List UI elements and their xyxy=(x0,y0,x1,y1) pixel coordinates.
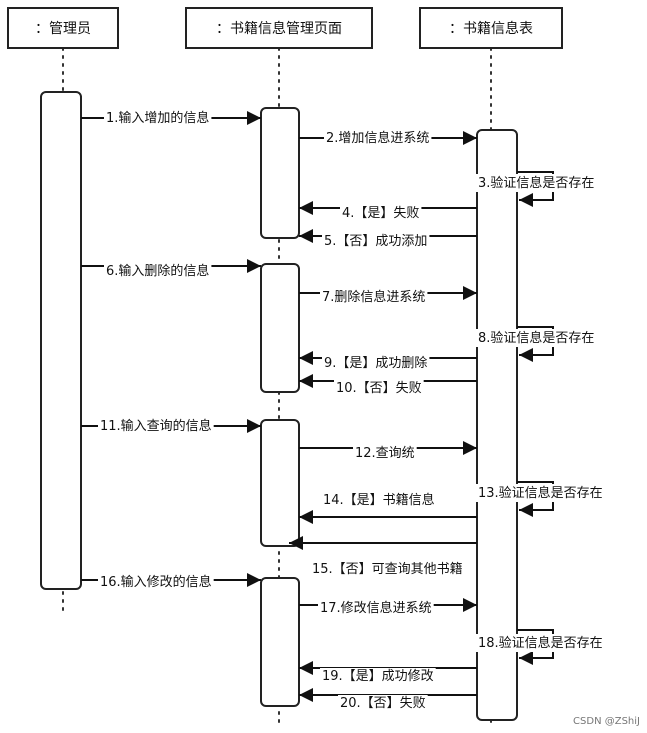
message-label-5: 5.【否】成功添加 xyxy=(324,234,427,249)
participant-table xyxy=(419,7,563,49)
message-label-10: 10.【否】失败 xyxy=(336,381,422,396)
participant-heads: ：管理员 ：书籍信息管理页面 ：书籍信息表 xyxy=(7,7,563,49)
message-label-bg-12 xyxy=(353,445,417,462)
message-label-12: 12.查询统 xyxy=(355,446,415,461)
message-label-7: 7.删除信息进系统 xyxy=(322,289,425,305)
participant-label-table: ：书籍信息表 xyxy=(449,20,533,37)
message-12: 12.查询统 xyxy=(299,441,477,462)
message-label-bg-8 xyxy=(476,329,597,347)
message-label-9: 9.【是】成功删除 xyxy=(324,356,427,371)
message-label-6: 6.输入删除的信息 xyxy=(106,263,209,279)
message-2: 2.增加信息进系统 xyxy=(299,129,477,147)
message-13: 13.验证信息是否存在 xyxy=(476,481,605,517)
message-label-bg-10 xyxy=(334,380,424,397)
message-label-bg-18 xyxy=(476,634,605,652)
message-label-bg-4 xyxy=(340,205,422,222)
activation-page-modify xyxy=(260,577,300,707)
messages: 1.输入增加的信息 2.增加信息进系统 3.验证信息是否存在 4.【是】失败 5.【否】… xyxy=(81,109,605,712)
participant-admin xyxy=(7,7,119,49)
message-1: 1.输入增加的信息 xyxy=(81,109,261,127)
message-label-bg-11 xyxy=(98,417,214,435)
message-8: 8.验证信息是否存在 xyxy=(476,326,597,362)
message-label-15: 15.【否】可查询其他书籍 xyxy=(312,561,463,577)
activation-table xyxy=(476,129,518,721)
message-label-bg-2 xyxy=(324,129,432,147)
message-label-13: 13.验证信息是否存在 xyxy=(478,485,603,501)
message-label-14: 14.【是】书籍信息 xyxy=(323,492,435,508)
message-7: 7.删除信息进系统 xyxy=(299,286,477,306)
watermark: CSDN @ZShiJ xyxy=(573,716,640,727)
message-18: 18.验证信息是否存在 xyxy=(476,629,605,665)
message-label-bg-9 xyxy=(322,355,430,372)
participant-label-page: ：书籍信息管理页面 xyxy=(216,20,342,37)
activation-page-add xyxy=(260,107,300,239)
message-14: 14.【是】书籍信息 xyxy=(299,491,477,524)
message-16: 16.输入修改的信息 xyxy=(81,573,261,591)
message-label-bg-13 xyxy=(476,484,605,502)
message-label-19: 19.【是】成功修改 xyxy=(322,669,434,684)
message-label-bg-3 xyxy=(476,174,597,192)
message-label-8: 8.验证信息是否存在 xyxy=(478,330,594,346)
message-15: 15.【否】可查询其他书籍 xyxy=(289,536,477,578)
message-label-bg-17 xyxy=(318,599,434,617)
message-9: 9.【是】成功删除 xyxy=(299,351,477,372)
message-label-bg-1 xyxy=(104,109,212,127)
message-label-bg-19 xyxy=(320,668,436,685)
message-label-18: 18.验证信息是否存在 xyxy=(478,635,603,651)
message-3: 3.验证信息是否存在 xyxy=(476,171,597,207)
message-label-17: 17.修改信息进系统 xyxy=(320,600,432,616)
message-17: 17.修改信息进系统 xyxy=(299,598,477,617)
message-20: 20.【否】失败 xyxy=(299,688,477,712)
message-label-bg-16 xyxy=(98,573,214,591)
message-label-16: 16.输入修改的信息 xyxy=(100,574,212,590)
message-6: 6.输入删除的信息 xyxy=(81,259,261,280)
message-label-20: 20.【否】失败 xyxy=(340,696,426,711)
message-19: 19.【是】成功修改 xyxy=(299,661,477,685)
message-5: 5.【否】成功添加 xyxy=(299,229,477,250)
activation-page-query xyxy=(260,419,300,547)
message-label-3: 3.验证信息是否存在 xyxy=(478,175,594,191)
message-label-bg-14 xyxy=(321,491,437,509)
message-label-bg-20 xyxy=(338,695,428,712)
participant-label-admin: ：管理员 xyxy=(35,21,91,37)
message-label-1: 1.输入增加的信息 xyxy=(106,110,209,126)
participant-page xyxy=(185,7,373,49)
message-label-bg-6 xyxy=(104,262,212,280)
message-label-bg-5 xyxy=(322,233,430,250)
message-label-bg-15 xyxy=(310,560,465,578)
message-10: 10.【否】失败 xyxy=(299,374,477,397)
activation-page-delete xyxy=(260,263,300,393)
message-label-2: 2.增加信息进系统 xyxy=(326,130,429,146)
message-label-4: 4.【是】失败 xyxy=(342,206,419,221)
message-4: 4.【是】失败 xyxy=(299,201,477,222)
message-11: 11.输入查询的信息 xyxy=(81,417,261,435)
activation-bars xyxy=(40,91,518,721)
activation-admin xyxy=(40,91,82,590)
message-label-bg-7 xyxy=(320,288,428,306)
message-label-11: 11.输入查询的信息 xyxy=(100,418,212,434)
